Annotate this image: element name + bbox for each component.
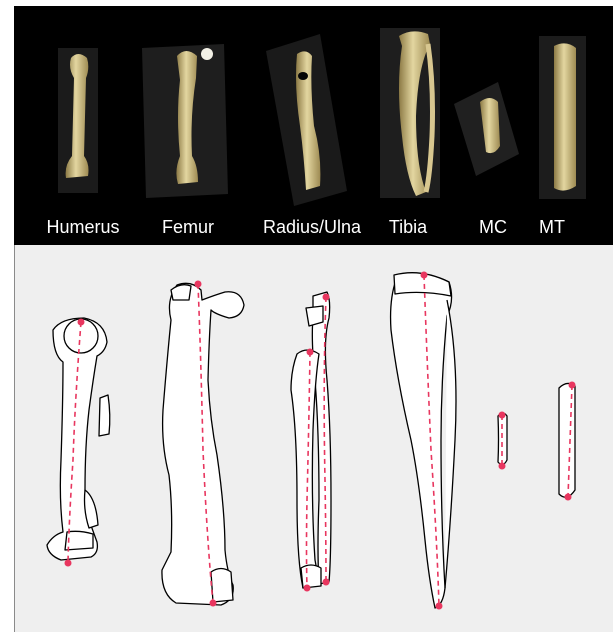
tibia-bottom-point [436,603,443,610]
radius-top-point [323,294,330,301]
radius-ulna-joint-photo [298,72,308,80]
bone-drawings [15,245,614,632]
mc-bottom-point [499,463,506,470]
femur-drawing [162,283,244,605]
mt-label: MT [539,217,565,238]
humerus-drawing [47,318,110,560]
radius-bottom-point [323,579,330,586]
tibia-label: Tibia [389,217,427,238]
mc-top-point [499,412,506,419]
femur-head-photo [201,48,213,60]
mt-drawing [559,383,575,497]
mt-photo [554,43,576,190]
tibia-drawing [391,273,456,608]
radius-ulna-label: Radius/Ulna [263,217,361,238]
mt-bottom-point [565,494,572,501]
ulna-top-point [307,349,314,356]
mc-drawing [498,413,507,465]
bone-photos [14,6,613,245]
mt-top-point [569,382,576,389]
ulna-bottom-point [304,585,311,592]
mc-label: MC [479,217,507,238]
humerus-top-point [78,319,85,326]
bone-drawing-panel [14,245,613,632]
femur-bottom-point [210,600,217,607]
femur-top-point [195,281,202,288]
humerus-label: Humerus [46,217,119,238]
tibia-top-point [421,272,428,279]
femur-label: Femur [162,217,214,238]
bone-photo-panel: Humerus Femur Radius/Ulna Tibia MC MT [14,6,613,245]
humerus-bottom-point [65,560,72,567]
